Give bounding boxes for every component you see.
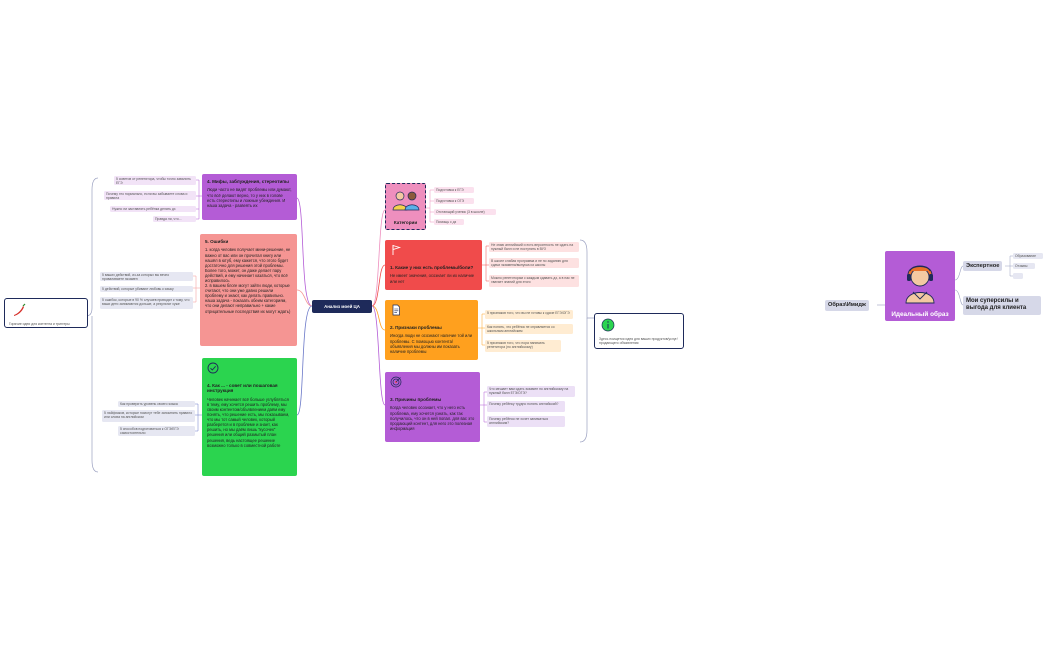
info-circle-icon bbox=[601, 318, 615, 332]
mistakes-body: 1. когда человек получает мини-решение, … bbox=[205, 247, 291, 314]
expert-node[interactable]: Экспертное bbox=[963, 261, 1003, 271]
category-leaf[interactable]: Подготовка к ЕГЭ bbox=[434, 187, 474, 193]
problem-leaf[interactable]: Не знаю английский и есть вероятность не… bbox=[489, 242, 579, 252]
myths-card[interactable]: 4. Мифы, заблуждения, стереотипы Люди ча… bbox=[202, 174, 297, 220]
category-leaf[interactable]: Подготовка к ОГЭ bbox=[434, 198, 474, 204]
causes-card[interactable]: 3. Причины проблемы Когда человек осозна… bbox=[385, 372, 480, 442]
person-headset-icon bbox=[905, 265, 935, 304]
expert-leaf[interactable]: Образование bbox=[1013, 253, 1043, 259]
expert-leaf[interactable]: Отзывы bbox=[1013, 263, 1035, 269]
superpowers-node[interactable]: Мои суперсилы и выгода для клиента bbox=[963, 296, 1041, 315]
sign-leaf[interactable]: 5 признаков того, что пора нанимать репе… bbox=[485, 340, 561, 352]
sign-leaf[interactable]: Как понять, что ребёнок не справляется с… bbox=[485, 324, 573, 334]
categories-label: Категории bbox=[393, 220, 418, 225]
problems-card[interactable]: 1. Какие у них есть проблемы/боли? Не им… bbox=[385, 240, 482, 290]
myths-title: 4. Мифы, заблуждения, стереотипы bbox=[207, 179, 289, 184]
ideal-image-label: Идеальный образ bbox=[891, 311, 949, 318]
signs-card[interactable]: 2. Признаки проблемы Иногда люди не осоз… bbox=[385, 300, 478, 360]
mistakes-card[interactable]: 5. Ошибки 1. когда человек получает мини… bbox=[200, 234, 297, 346]
problem-leaf[interactable]: Можно репетиторам с каждым сдавать дз, а… bbox=[489, 275, 579, 287]
howto-body: Человек начинает всё больше углубляться … bbox=[207, 396, 290, 448]
left-note-text: Горячие идеи для контента и триггеры bbox=[9, 322, 70, 326]
signs-body: Иногда люди не осознают наличие той или … bbox=[390, 333, 472, 354]
problems-body: Не имеет значения, осознает ли их наличи… bbox=[390, 273, 475, 284]
problems-title: 1. Какие у них есть проблемы/боли? bbox=[390, 265, 474, 270]
checkmark-circle-icon bbox=[207, 362, 219, 374]
causes-body: Когда человек осознает, что у него есть … bbox=[390, 405, 475, 431]
cause-leaf[interactable]: Что мешает вам сдать экзамен по английск… bbox=[487, 386, 575, 397]
signs-title: 2. Признаки проблемы bbox=[390, 325, 442, 330]
cause-leaf[interactable]: Почему ребёнку трудно понять английский? bbox=[487, 401, 565, 412]
mistakes-leaf[interactable]: 5 ваших действий, из-за которых вы вечно… bbox=[100, 272, 193, 281]
mistakes-leaf[interactable]: 5 ошибок, которые в 90 % случаев приводя… bbox=[100, 297, 193, 309]
categories-card[interactable]: Категории bbox=[385, 183, 426, 230]
chili-pepper-icon bbox=[14, 303, 26, 316]
category-leaf[interactable]: Помощь с дз bbox=[434, 219, 464, 225]
left-note-box[interactable]: Горячие идеи для контента и триггеры bbox=[4, 298, 88, 328]
causes-title: 3. Причины проблемы bbox=[390, 397, 442, 402]
myths-leaf[interactable]: Почему это нормально, если вы забываете … bbox=[104, 191, 196, 200]
howto-card[interactable]: 4. Как ... - совет или пошаговая инструк… bbox=[202, 358, 297, 476]
problem-leaf[interactable]: В школе слабая программа и не по заданию… bbox=[489, 258, 579, 268]
myths-leaf[interactable]: 5 советов от репетитора, чтобы точно зав… bbox=[114, 176, 196, 185]
sign-leaf[interactable]: 5 признаков того, что вы не готовы к сда… bbox=[485, 310, 573, 319]
myths-leaf[interactable]: Нужно ли заставлять ребёнка делать дз bbox=[110, 206, 196, 212]
howto-leaf[interactable]: Как проверить уровень своего языка bbox=[118, 401, 195, 407]
right-note-text: Здесь поищется идея для ваших продуктов/… bbox=[599, 337, 678, 346]
expert-leaf[interactable] bbox=[1013, 273, 1023, 279]
document-icon bbox=[392, 304, 400, 316]
target-icon bbox=[390, 376, 402, 388]
myths-leaf[interactable]: Правда ли, что... bbox=[153, 216, 196, 222]
mistakes-title: 5. Ошибки bbox=[205, 239, 229, 244]
central-topic[interactable]: Анализ моей ЦА bbox=[312, 300, 372, 313]
howto-title: 4. Как ... - совет или пошаговая инструк… bbox=[207, 383, 278, 394]
image-left-node[interactable]: Образ\Имидж bbox=[825, 300, 869, 311]
cause-leaf[interactable]: Почему ребёнок не хочет заниматься англи… bbox=[487, 416, 565, 427]
category-leaf[interactable]: Отстающий ученик (3 в школе) bbox=[434, 209, 496, 215]
howto-leaf[interactable]: 5 способов подготовиться к ОГЭ/ЕГЭ самос… bbox=[118, 426, 195, 436]
mistakes-leaf[interactable]: 5 действий, которые убивают любовь к язы… bbox=[100, 286, 193, 292]
right-note-box[interactable]: Здесь поищется идея для ваших продуктов/… bbox=[594, 313, 684, 349]
flag-icon bbox=[392, 244, 402, 255]
ideal-image-card[interactable]: Идеальный образ bbox=[885, 251, 955, 321]
myths-body: Люди часто не видят проблемы или думают,… bbox=[207, 187, 292, 208]
howto-leaf[interactable]: 5 лайфхаков, которые помогут тебе запомн… bbox=[102, 410, 195, 422]
people-group-icon bbox=[392, 191, 420, 211]
